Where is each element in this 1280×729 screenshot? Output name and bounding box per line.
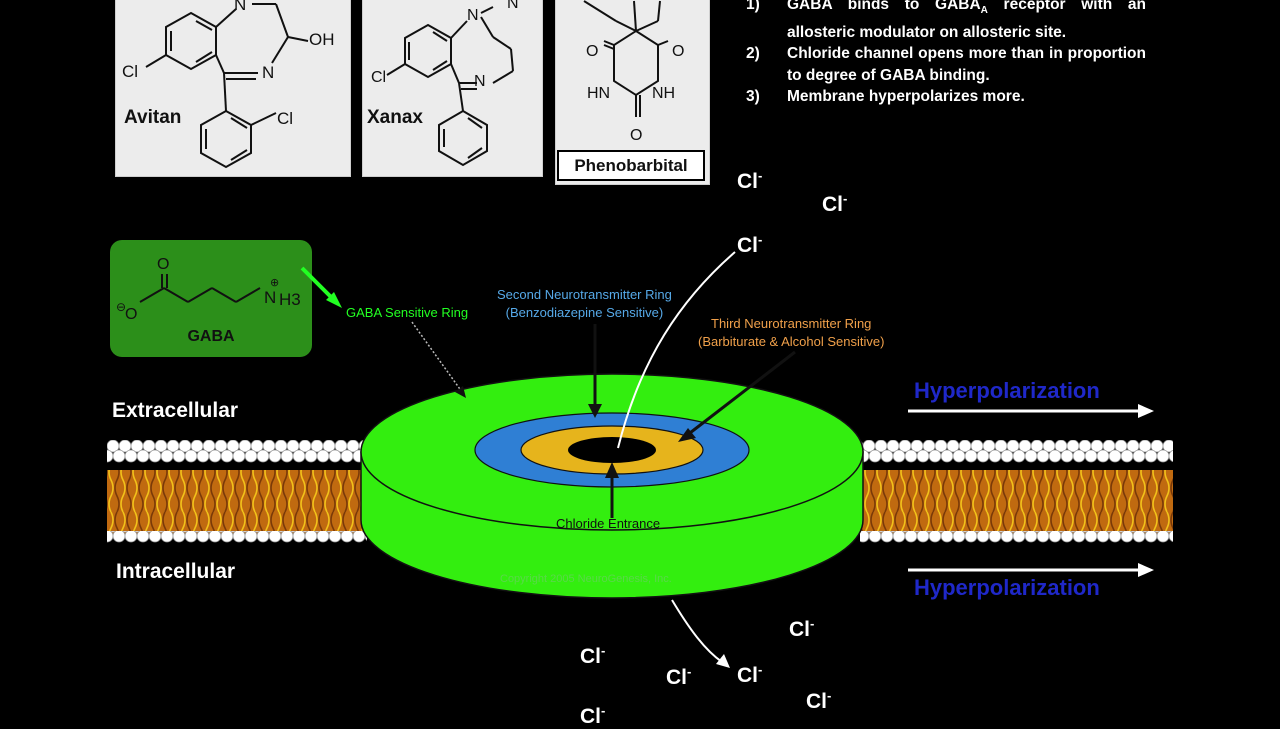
- step-number: 3): [746, 88, 760, 106]
- step-2: 2) Chloride channel opens more than in p…: [746, 43, 1146, 86]
- chloride-ion: Cl-: [737, 662, 763, 687]
- gaba-binding-arrow: [300, 266, 336, 302]
- chloride-ion: Cl-: [737, 168, 763, 193]
- avitan-label: Avitan: [124, 107, 182, 128]
- gaba-minus-charge: ⊖: [116, 300, 127, 314]
- xanax-structure: [386, 6, 514, 167]
- chloride-ion: Cl-: [580, 703, 606, 728]
- xanax-atom-n2: N: [507, 0, 519, 12]
- extracellular-label: Extracellular: [112, 399, 239, 422]
- third-ring-label-line2: (Barbiturate & Alcohol Sensitive): [698, 334, 885, 349]
- xanax-structure-panel: N N N Cl Xanax: [362, 0, 543, 177]
- gaba-plus-charge: ⊕: [270, 277, 280, 289]
- gaba-atom-n: N: [264, 288, 277, 307]
- pointer-arrows: [300, 251, 1154, 668]
- gaba-atom-h3: H3: [279, 290, 301, 309]
- xanax-atom-n3: N: [474, 73, 486, 90]
- avitan-atom-oh: OH: [309, 30, 335, 49]
- gaba-label: GABA: [187, 328, 235, 345]
- step-text: GABA binds to GABAA receptor with an all…: [787, 0, 1146, 41]
- chloride-ion: Cl-: [737, 232, 763, 257]
- gaba-atom-o-top: O: [157, 256, 170, 273]
- lipid-bilayer-right: [860, 430, 1173, 553]
- gaba-ring-label: GABA Sensitive Ring: [346, 305, 469, 320]
- hyperpolarization-label-bottom: Hyperpolarization: [914, 575, 1100, 600]
- gaba-ring-pointer: [411, 321, 463, 393]
- chloride-ion: Cl-: [580, 643, 606, 668]
- phenobarbital-structure: [583, 0, 669, 117]
- gaba-atom-o-minus: O: [125, 306, 138, 323]
- mechanism-steps: 1) GABA binds to GABAA receptor with an …: [746, 0, 1146, 108]
- phenobarbital-label: Phenobarbital: [557, 150, 705, 181]
- avitan-structure-panel: N OH N Cl Cl Avitan: [115, 0, 351, 177]
- gaba-structure: [139, 274, 261, 303]
- third-ring-pointer: [685, 350, 796, 438]
- second-ring-label: Second Neurotransmitter Ring (Benzodiaze…: [497, 286, 672, 322]
- step-number: 1): [746, 0, 760, 13]
- chloride-ion: Cl-: [806, 688, 832, 713]
- pheno-atom-o1: O: [586, 43, 599, 60]
- avitan-atom-n2: N: [262, 63, 275, 82]
- second-ring-label-line1: Second Neurotransmitter Ring: [497, 287, 672, 302]
- step-text: Membrane hyperpolarizes more.: [787, 88, 1025, 106]
- step-number: 2): [746, 45, 760, 63]
- hyperpolarization-label-top: Hyperpolarization: [914, 378, 1100, 403]
- avitan-atom-cl2: Cl: [277, 109, 294, 128]
- chloride-ion: Cl-: [789, 616, 815, 641]
- third-ring-label-line1: Third Neurotransmitter Ring: [711, 316, 872, 331]
- xanax-label: Xanax: [367, 107, 423, 128]
- third-ring-label: Third Neurotransmitter Ring (Barbiturate…: [698, 315, 884, 351]
- chloride-exit-path: [671, 599, 723, 663]
- chloride-ion: Cl-: [822, 191, 848, 216]
- pheno-atom-nh1: HN: [587, 85, 611, 102]
- gabaa-receptor: [360, 373, 864, 599]
- pheno-atom-o2: O: [672, 43, 685, 60]
- step-3: 3) Membrane hyperpolarizes more.: [746, 86, 1146, 108]
- pheno-atom-nh2: NH: [652, 85, 676, 102]
- copyright-watermark: Copyright 2005 NeuroGenesis, Inc.: [500, 573, 672, 585]
- avitan-atom-n: N: [234, 0, 247, 14]
- avitan-structure: [145, 3, 309, 169]
- pheno-atom-o3: O: [630, 127, 643, 144]
- intracellular-label: Intracellular: [116, 560, 236, 583]
- chloride-pore: [568, 437, 656, 463]
- step-1: 1) GABA binds to GABAA receptor with an …: [746, 0, 1146, 43]
- chloride-ion: Cl-: [666, 664, 692, 689]
- chloride-entrance-label: Chloride Entrance: [556, 516, 661, 531]
- lipid-bilayer-left: [107, 430, 367, 553]
- avitan-atom-cl: Cl: [122, 62, 139, 81]
- xanax-atom-n: N: [467, 7, 479, 24]
- xanax-atom-cl: Cl: [371, 69, 387, 86]
- gaba-structure-box: O O ⊖ N H3 ⊕ GABA: [110, 240, 312, 357]
- second-ring-label-line2: (Benzodiazepine Sensitive): [505, 305, 664, 320]
- chloride-entry-path: [617, 251, 736, 449]
- step-text: Chloride channel opens more than in prop…: [787, 45, 1146, 84]
